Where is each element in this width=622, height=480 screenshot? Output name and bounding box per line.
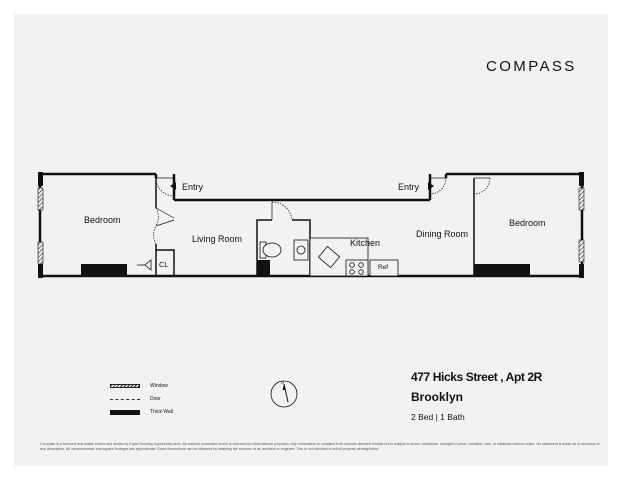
room-label-refrigerator: Ref <box>378 264 389 271</box>
entry-label-right: Entry <box>398 182 420 192</box>
compass-rose-icon <box>270 380 298 408</box>
room-label-kitchen: Kitchen <box>350 238 381 248</box>
room-label-dining-room: Dining Room <box>416 229 469 239</box>
window-right-top <box>578 187 585 211</box>
room-label-bedroom-right: Bedroom <box>509 218 546 228</box>
compass-north-label: N <box>281 380 284 385</box>
thick-wall-bedroom-right <box>474 264 530 277</box>
listing-specs: 2 Bed | 1 Bath <box>411 412 465 422</box>
window-right-bottom <box>578 239 585 263</box>
kitchen-stove <box>345 259 369 277</box>
floorplan-sheet: COMPASS <box>14 14 608 466</box>
thick-wall-legend-icon <box>110 409 140 415</box>
disclaimer-text: Compass is a licensed real estate broker… <box>40 442 600 451</box>
listing-address: 477 Hicks Street , Apt 2R <box>411 370 542 384</box>
refrigerator <box>369 259 399 277</box>
toilet-bowl <box>262 242 282 258</box>
wall-left-edge-bottom <box>38 264 43 278</box>
window-left-bottom <box>37 241 44 265</box>
floor-plan-drawing <box>37 172 585 408</box>
listing-city: Brooklyn <box>411 390 464 404</box>
thick-wall-bedroom-left <box>81 264 127 277</box>
thick-wall-living <box>257 260 270 277</box>
entry-label-left: Entry <box>182 182 204 192</box>
room-label-closet: CL <box>159 260 169 269</box>
window-left-top <box>37 187 44 211</box>
kitchen-sink <box>317 245 341 269</box>
wall-right-edge-bottom <box>579 264 584 278</box>
entry-right-arrow <box>428 182 434 190</box>
door-legend-icon <box>110 399 140 400</box>
wall-right-edge-top <box>579 172 584 186</box>
compass-logo: COMPASS <box>486 58 577 75</box>
wall-left-edge-top <box>38 172 43 186</box>
room-label-living-room: Living Room <box>192 234 243 244</box>
room-label-bedroom-left: Bedroom <box>84 215 121 225</box>
window-legend-icon <box>110 384 140 388</box>
entry-left-arrow <box>170 182 176 190</box>
